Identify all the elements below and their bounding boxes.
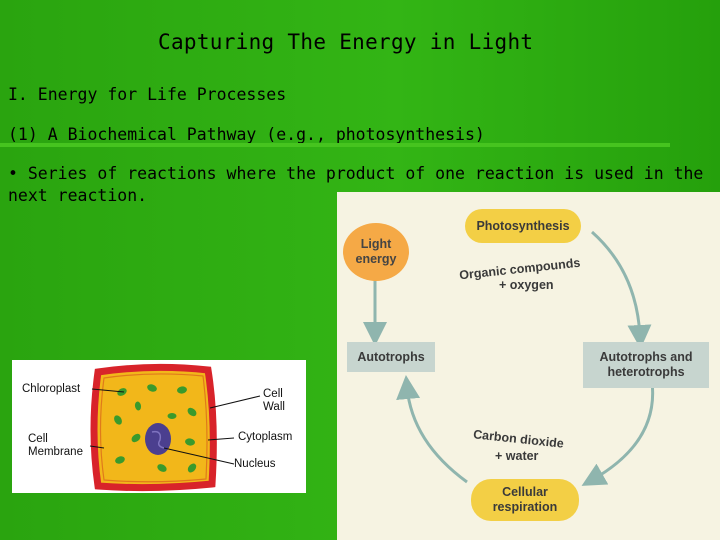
light-energy-label: Light energy xyxy=(343,223,409,281)
label-chloroplast: Chloroplast xyxy=(22,383,81,395)
cellular-respiration-label: Cellular respiration xyxy=(471,479,579,521)
label-leader-lines xyxy=(89,388,261,465)
plant-cell-diagram: Chloroplast Cell Wall Cytoplasm Cell Mem… xyxy=(12,360,306,493)
arrow-photosynthesis-to-heterotrophs xyxy=(591,230,652,349)
autotrophs-box: Autotrophs xyxy=(347,342,435,372)
plus-water-label: + water xyxy=(495,449,539,463)
label-cytoplasm: Cytoplasm xyxy=(238,431,293,443)
autotrophs-heterotrophs-box: Autotrophs and heterotrophs xyxy=(583,342,709,388)
section-heading: I. Energy for Life Processes xyxy=(8,85,287,104)
label-nucleus: Nucleus xyxy=(234,458,276,470)
photosynthesis-label: Photosynthesis xyxy=(465,209,581,243)
bullet-text: • Series of reactions where the product … xyxy=(8,164,704,205)
arrow-heterotrophs-to-respiration xyxy=(581,381,655,486)
slide-title: Capturing The Energy in Light xyxy=(158,30,534,54)
cycle-arrows xyxy=(363,230,655,486)
energy-cycle-diagram: Photosynthesis Light energy Organic comp… xyxy=(337,192,720,540)
sub-heading: (1) A Biochemical Pathway (e.g., photosy… xyxy=(8,125,485,144)
nucleus xyxy=(145,423,171,455)
label-cell-wall: Cell Wall xyxy=(263,388,285,413)
plus-oxygen-label: + oxygen xyxy=(499,278,554,292)
sub-heading-underline xyxy=(0,143,670,147)
chloroplasts xyxy=(114,384,197,473)
label-cell-membrane: Cell Membrane xyxy=(28,433,83,458)
plant-cell-illustration xyxy=(89,363,261,492)
arrow-respiration-to-autotrophs xyxy=(396,375,468,484)
